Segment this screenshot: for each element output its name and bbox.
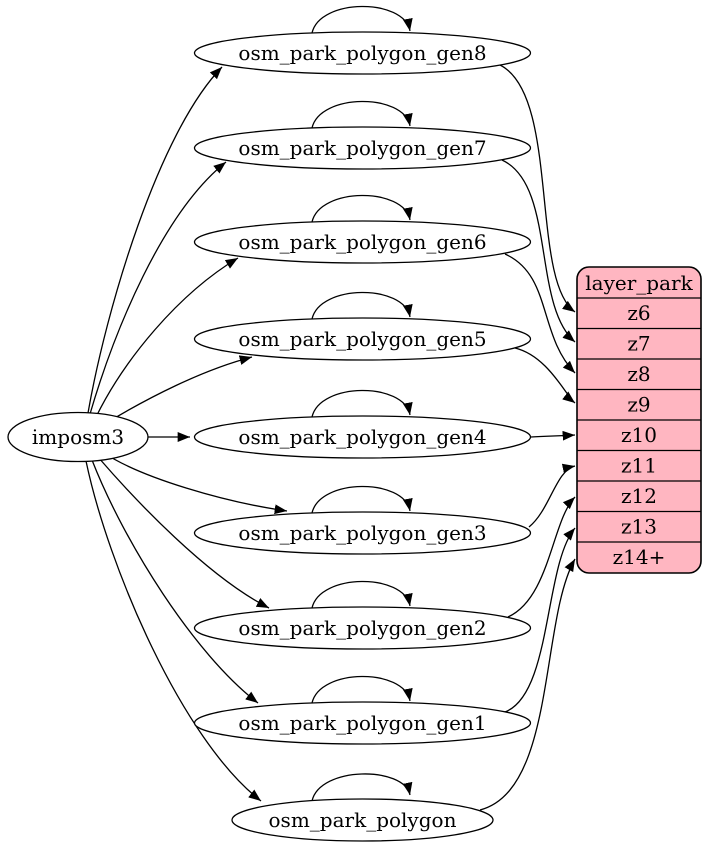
edge-imposm3-to-polygon: [85, 460, 262, 802]
layer-park-node: layer_park z6 z7 z8 z9 z10 z11 z12 z13 z…: [576, 266, 702, 574]
self-loop-gen7: [311, 100, 413, 129]
node-osm-park-polygon-gen4: [193, 415, 532, 459]
node-osm-park-polygon-gen5: [193, 317, 532, 361]
self-loop-polygon: [311, 773, 413, 802]
layer-row-z12: z12: [621, 484, 657, 508]
edge-gen7-to-z7: [501, 159, 576, 343]
node-osm-park-polygon-gen3: [193, 511, 532, 555]
edge-gen2-to-z12: [507, 496, 576, 618]
edge-imposm3-to-gen6: [95, 257, 239, 418]
table-nodes: imposm3 osm_park_polygon_gen8 osm_park_p…: [7, 31, 532, 842]
node-osm-park-polygon-gen6: [193, 220, 532, 264]
node-imposm3-label: imposm3: [32, 425, 124, 449]
layer-row-z13: z13: [621, 515, 657, 539]
edge-imposm3-to-gen2: [97, 456, 270, 609]
node-osm-park-polygon: [231, 798, 494, 842]
edge-imposm3-to-gen7: [89, 161, 227, 415]
layer-row-z11: z11: [621, 454, 657, 478]
node-osm-park-polygon-gen8: [193, 31, 532, 75]
node-label-gen7: osm_park_polygon_gen7: [238, 136, 486, 160]
self-loop-gen2: [311, 580, 413, 609]
node-label-polygon: osm_park_polygon: [269, 808, 457, 832]
node-label-gen2: osm_park_polygon_gen2: [238, 616, 486, 640]
node-label-gen4: osm_park_polygon_gen4: [238, 425, 486, 449]
edge-gen3-to-z11: [528, 463, 576, 528]
node-label-gen6: osm_park_polygon_gen6: [238, 230, 486, 254]
edge-polygon-to-z14: [479, 558, 576, 811]
edges-to-layer: [479, 64, 576, 811]
layer-row-z9: z9: [627, 393, 650, 417]
node-label-gen3: osm_park_polygon_gen3: [238, 521, 486, 545]
edge-imposm3-to-gen5: [107, 355, 253, 423]
layer-park-header: layer_park: [585, 271, 693, 295]
self-loops: [311, 5, 413, 802]
self-loop-gen8: [311, 5, 413, 34]
node-label-gen8: osm_park_polygon_gen8: [238, 41, 486, 65]
layer-row-z6: z6: [627, 301, 650, 325]
node-imposm3: [7, 411, 149, 463]
node-osm-park-polygon-gen2: [193, 606, 532, 650]
node-label-gen5: osm_park_polygon_gen5: [238, 327, 486, 351]
self-loop-gen4: [311, 389, 413, 418]
edge-gen1-to-z13: [504, 527, 576, 713]
edge-imposm3-to-gen3: [103, 452, 288, 515]
layer-row-z8: z8: [627, 362, 650, 386]
node-osm-park-polygon-gen1: [193, 701, 532, 745]
node-label-gen1: osm_park_polygon_gen1: [238, 711, 486, 735]
self-loop-gen1: [311, 675, 413, 704]
edge-imposm3-to-gen8: [87, 66, 223, 414]
layer-row-z7: z7: [627, 332, 650, 356]
node-osm-park-polygon-gen7: [193, 126, 532, 170]
layer-row-z10: z10: [621, 423, 657, 447]
edge-gen4-to-z10: [530, 430, 576, 441]
edge-gen8-to-z6: [499, 64, 576, 313]
edge-gen6-to-z8: [504, 253, 576, 374]
self-loop-gen5: [311, 291, 413, 320]
edges-from-source: [85, 66, 288, 802]
edge-imposm3-to-gen1: [91, 459, 259, 704]
self-loop-gen6: [311, 194, 413, 223]
edge-gen5-to-z9: [514, 347, 576, 404]
layer-row-z14plus: z14+: [613, 545, 666, 569]
self-loop-gen3: [311, 485, 413, 514]
